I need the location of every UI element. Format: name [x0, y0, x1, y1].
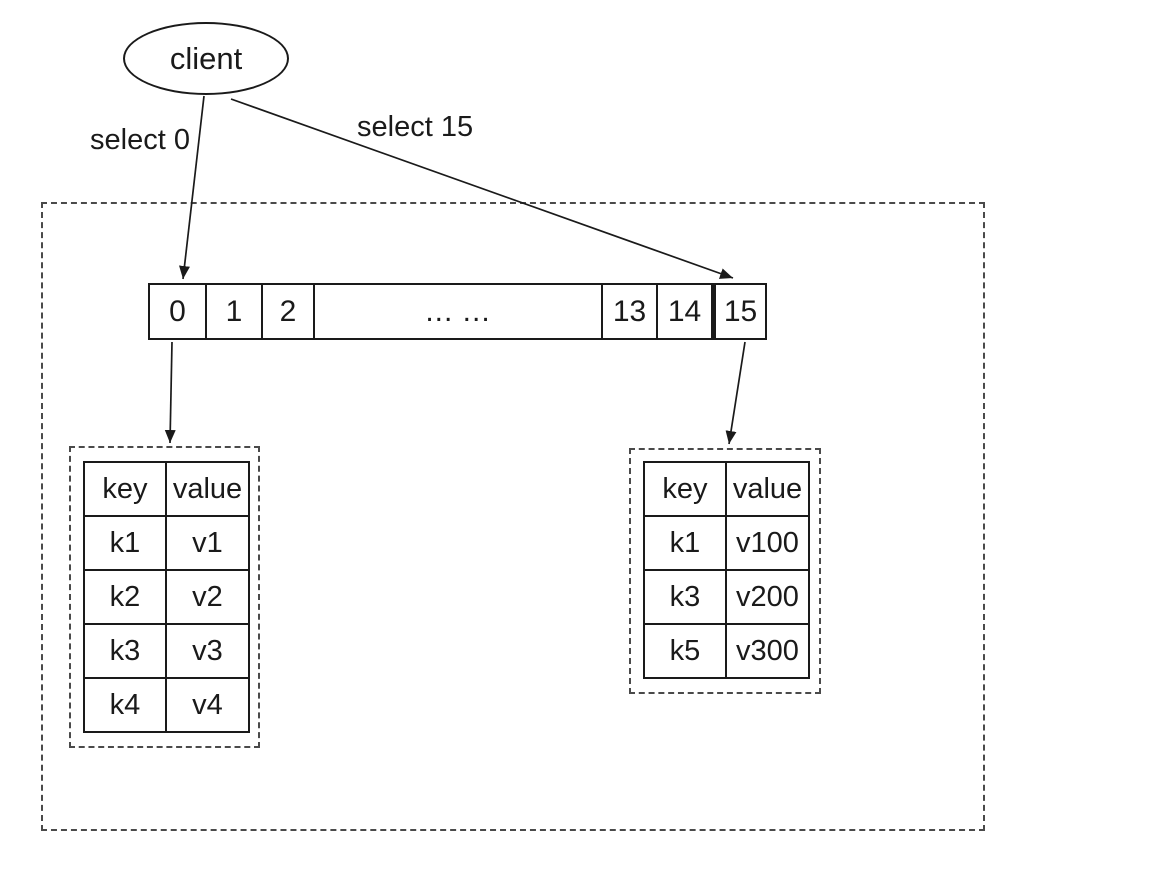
db0-keyvalue-table: key value k1 v1 k2 v2 k3 v3 k4 v4: [83, 461, 250, 733]
client-node-label: client: [169, 40, 243, 76]
db15-row2-value: v300: [725, 623, 810, 679]
db15-keyvalue-table: key value k1 v100 k3 v200 k5 v300: [643, 461, 810, 679]
db15-header-key: key: [643, 461, 727, 517]
db15-row2-key: k5: [643, 623, 727, 679]
table-row: k1 v100: [643, 515, 810, 571]
db-slot-ellipsis: ... ...: [313, 285, 601, 338]
db0-row1-key: k2: [83, 569, 167, 625]
table-row: k3 v3: [83, 623, 250, 679]
db-slot-14: 14: [656, 285, 711, 338]
db0-row2-key: k3: [83, 623, 167, 679]
db15-row0-key: k1: [643, 515, 727, 571]
table-row: k5 v300: [643, 623, 810, 679]
db-slot-15: 15: [711, 285, 765, 338]
db0-row0-key: k1: [83, 515, 167, 571]
db0-row3-value: v4: [165, 677, 250, 733]
db-slot-13: 13: [601, 285, 656, 338]
client-node: client: [123, 22, 289, 95]
edge-label-select-0: select 0: [90, 124, 190, 156]
db-slot-2: 2: [261, 285, 313, 338]
table-row: k2 v2: [83, 569, 250, 625]
table-row: k3 v200: [643, 569, 810, 625]
db0-row0-value: v1: [165, 515, 250, 571]
db0-header-key: key: [83, 461, 167, 517]
db-slot-1: 1: [205, 285, 261, 338]
db15-header-value: value: [725, 461, 810, 517]
db15-row0-value: v100: [725, 515, 810, 571]
table-header-row: key value: [643, 461, 810, 517]
db0-row1-value: v2: [165, 569, 250, 625]
database-index-row: 0 1 2 ... ... 13 14 15: [148, 283, 767, 340]
table-row: k1 v1: [83, 515, 250, 571]
db-slot-0: 0: [169, 294, 186, 328]
edge-label-select-15: select 15: [357, 111, 474, 143]
db0-header-value: value: [165, 461, 250, 517]
db0-row3-key: k4: [83, 677, 167, 733]
table-row: k4 v4: [83, 677, 250, 733]
db15-row1-value: v200: [725, 569, 810, 625]
table-header-row: key value: [83, 461, 250, 517]
db15-row1-key: k3: [643, 569, 727, 625]
db0-row2-value: v3: [165, 623, 250, 679]
